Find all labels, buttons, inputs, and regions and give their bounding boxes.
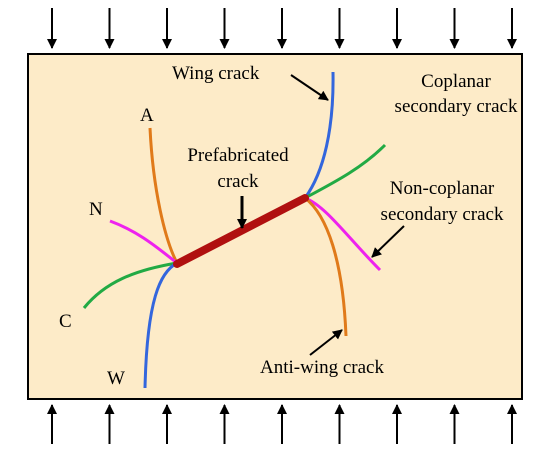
coplanar-secondary-crack-left <box>82 261 178 309</box>
top-load-arrows <box>47 8 517 49</box>
non-coplanar-secondary-crack-right <box>304 196 382 272</box>
bottom-load-arrows <box>47 404 517 444</box>
letter-c-label: C <box>59 311 72 332</box>
non-coplanar-secondary-crack-left <box>109 219 178 265</box>
wing-crack-right <box>303 71 335 199</box>
prefabricated-label-line2: crack <box>217 171 259 192</box>
letter-n-label: N <box>89 199 103 220</box>
coplanar-label-line1: Coplanar <box>421 71 491 92</box>
wing-crack-pointer <box>290 74 329 101</box>
noncoplanar-label-line1: Non-coplanar <box>390 178 495 199</box>
noncoplanar-label-line2: secondary crack <box>381 204 504 225</box>
letter-w-label: W <box>107 368 125 389</box>
anti-wing-crack-left <box>148 127 179 264</box>
letter-a-label: A <box>140 105 154 126</box>
prefabricated-crack <box>173 194 309 268</box>
specimen-block <box>27 53 523 400</box>
coplanar-secondary-crack-right <box>304 143 387 200</box>
anti-wing-crack-pointer <box>309 329 343 356</box>
wing-crack-label: Wing crack <box>172 63 260 84</box>
prefabricated-label-line1: Prefabricated <box>187 145 289 166</box>
coplanar-label-line2: secondary crack <box>395 96 518 117</box>
non-coplanar-pointer <box>371 225 405 258</box>
anti-wing-crack-right <box>304 196 348 337</box>
anti-wing-crack-label: Anti-wing crack <box>260 357 384 378</box>
wing-crack-left <box>143 261 178 389</box>
